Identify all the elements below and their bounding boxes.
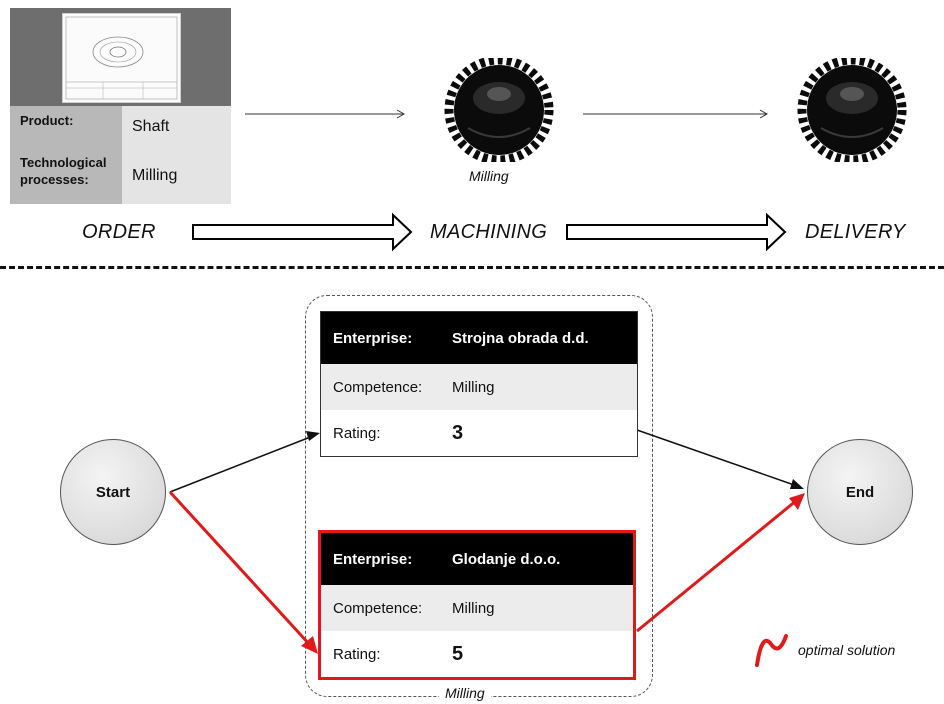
competence-row: Competence: Milling [321,585,633,631]
end-label: End [845,483,875,501]
rating-row: Rating: 5 [321,631,633,677]
arrowhead-end-black [790,479,804,489]
order-processes-row: Technological processes: Milling [10,148,231,204]
enterprise-value: Strojna obrada d.d. [452,329,589,347]
legend-squiggle-icon [755,634,788,667]
drawing-sheet [62,13,181,103]
rating-key: Rating: [333,424,381,442]
stage-machining: MACHINING [430,221,548,243]
rating-value: 5 [452,642,464,665]
rating-key: Rating: [333,645,381,663]
competence-row: Competence: Milling [321,364,637,410]
product-value: Shaft [122,106,231,148]
rating-value: 3 [452,421,464,444]
thin-arrow-order-machining [245,109,406,119]
competence-key: Competence: [333,599,423,617]
arrowhead-end-red [789,493,805,510]
competence-key: Competence: [333,378,423,396]
legend-label: optimal solution [798,642,896,658]
enterprise-key: Enterprise: [333,550,413,568]
hollow-arrow-icon [192,212,413,252]
competence-value: Milling [452,378,495,396]
section-divider [0,266,944,269]
network-edges [168,429,805,667]
edge-start-enterprise1 [169,435,314,493]
technical-drawing-icon [10,8,231,106]
enterprise-row: Enterprise: Glodanje d.o.o. [321,533,633,585]
thin-arrow-machining-delivery [583,109,769,119]
rating-row: Rating: 3 [321,410,637,456]
edge-start-enterprise2 [168,490,312,647]
end-node: End [807,439,913,545]
hollow-arrow-icon [566,212,787,252]
gear-icon [797,58,907,162]
stage-order: ORDER [82,221,156,243]
machining-gear-caption: Milling [469,168,509,184]
milling-group-label: Milling [439,685,491,701]
enterprise-row: Enterprise: Strojna obrada d.d. [321,312,637,364]
product-label: Product: [10,106,122,148]
processes-value: Milling [122,148,231,204]
start-label: Start [95,483,131,501]
start-node: Start [60,439,166,545]
enterprise-value: Glodanje d.o.o. [452,550,561,568]
arrowhead-enterprise2 [301,636,318,654]
processes-label: Technological processes: [10,148,122,204]
order-product-row: Product: Shaft [10,106,231,148]
drawing-content [65,16,178,100]
edge-enterprise2-end [636,498,798,633]
gear-icon [444,58,554,162]
process-connectors [192,109,787,252]
enterprise-key: Enterprise: [333,329,413,347]
competence-value: Milling [452,599,495,617]
enterprise-card: Enterprise: Strojna obrada d.d. Competen… [320,311,638,457]
stage-delivery: DELIVERY [805,221,906,243]
edge-enterprise1-end [636,429,798,487]
enterprise-card-optimal: Enterprise: Glodanje d.o.o. Competence: … [318,530,636,680]
arrowhead-enterprise1 [306,431,320,441]
